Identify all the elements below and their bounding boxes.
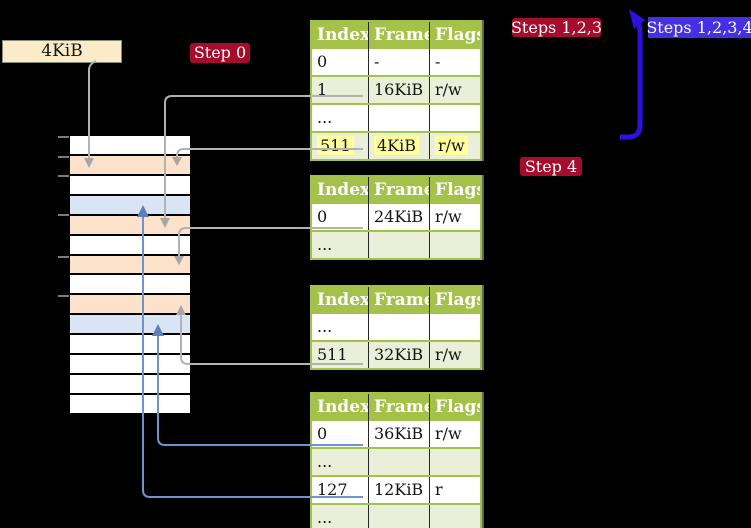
table-cell (429, 105, 480, 131)
step4-label: Step 4 (520, 157, 582, 176)
table-cell: 4KiB (368, 133, 429, 159)
memory-frame-row-peach (70, 255, 190, 276)
column-header: Flags (429, 287, 480, 314)
memory-tick (58, 156, 69, 158)
table-cell: 0 (317, 424, 328, 443)
table-cell: - (429, 49, 480, 75)
table-header-row: IndexFrameFlags (312, 287, 480, 314)
table-cell (429, 232, 480, 258)
table-cell: 1 (317, 80, 328, 99)
memory-tick (58, 175, 69, 177)
table-row: ... (312, 314, 480, 340)
memory-frame-row-peach (70, 215, 190, 236)
table-cell: ... (317, 508, 333, 527)
column-header: Index (317, 290, 368, 310)
table-cell (429, 505, 480, 528)
memory-frame-row-white (70, 275, 190, 296)
table-row: 0 -- (312, 49, 480, 75)
table-header-row: IndexFrameFlags (312, 177, 480, 204)
memory-frame-row-white (70, 394, 190, 413)
table-row: 511 4KiB r/w (312, 131, 480, 159)
memory-tick (58, 295, 69, 297)
memory-frame-row-blue (70, 195, 190, 216)
table-cell: ... (317, 452, 333, 471)
table-cell: ... (317, 317, 333, 336)
column-header: Flags (429, 22, 480, 49)
column-header: Flags (429, 177, 480, 204)
table-cell: r/w (429, 421, 480, 447)
table-cell: 511 (317, 345, 348, 364)
memory-frame-row-white (70, 136, 190, 156)
steps-123-label: Steps 1,2,3 (510, 17, 603, 37)
table-cell: 24KiB (368, 204, 429, 230)
table-cell: 36KiB (368, 421, 429, 447)
memory-frame-row-blue (70, 315, 190, 336)
table-row: ... (312, 447, 480, 475)
table-row: ... (312, 103, 480, 131)
steps-1234-label: Steps 1,2,3,4 (646, 17, 751, 38)
table-cell: 16KiB (368, 77, 429, 103)
table-row: ... (312, 503, 480, 528)
table-cell: 32KiB (368, 342, 429, 368)
table-cell (368, 232, 429, 258)
table-cell: r/w (429, 342, 480, 368)
table-cell: 127 (317, 480, 348, 499)
table-cell: 511 (312, 133, 368, 159)
memory-frame-row-white (70, 355, 190, 376)
column-header: Index (317, 397, 368, 417)
table-cell: r/w (429, 133, 480, 159)
column-header: Frame (368, 22, 429, 49)
highlighted-value: r/w (435, 136, 468, 155)
column-header: Frame (368, 287, 429, 314)
table-cell (429, 314, 480, 340)
column-header: Flags (429, 394, 480, 421)
memory-tick (58, 256, 69, 258)
table-row: ... (312, 230, 480, 258)
highlighted-value: 4KiB (374, 136, 420, 155)
table-cell (429, 449, 480, 475)
table-cell (368, 449, 429, 475)
highlighted-value: 511 (317, 136, 354, 155)
memory-frame-row-white (70, 235, 190, 256)
column-header: Index (317, 25, 368, 45)
table-header-row: IndexFrameFlags (312, 22, 480, 49)
table-cell: ... (317, 235, 333, 254)
page-size-label: 4KiB (2, 40, 122, 63)
memory-frame-row-peach (70, 155, 190, 176)
memory-frame-row-white (70, 175, 190, 196)
column-header: Frame (368, 177, 429, 204)
memory-frame-row-peach (70, 295, 190, 316)
table-cell: ... (317, 108, 333, 127)
table-cell (368, 505, 429, 528)
memory-frame-row-white (70, 335, 190, 356)
table-cell: - (368, 49, 429, 75)
column-header: Frame (368, 394, 429, 421)
table-cell: r/w (429, 77, 480, 103)
table-cell (368, 314, 429, 340)
table-cell: 12KiB (368, 477, 429, 503)
column-header: Index (317, 180, 368, 200)
table-header-row: IndexFrameFlags (312, 394, 480, 421)
steps-1234-arrow (620, 9, 645, 140)
table-cell: r (429, 477, 480, 503)
memory-tick (58, 136, 69, 138)
memory-tick (58, 214, 69, 216)
page-table-level-2: IndexFrameFlags 0 24KiBr/w... (310, 175, 482, 260)
table-cell: 0 (317, 52, 328, 71)
table-cell (368, 105, 429, 131)
physical-memory-strip (70, 136, 190, 413)
step0-label: Step 0 (190, 43, 250, 63)
table-cell: 0 (317, 207, 328, 226)
table-cell: r/w (429, 204, 480, 230)
memory-frame-row-white (70, 375, 190, 395)
